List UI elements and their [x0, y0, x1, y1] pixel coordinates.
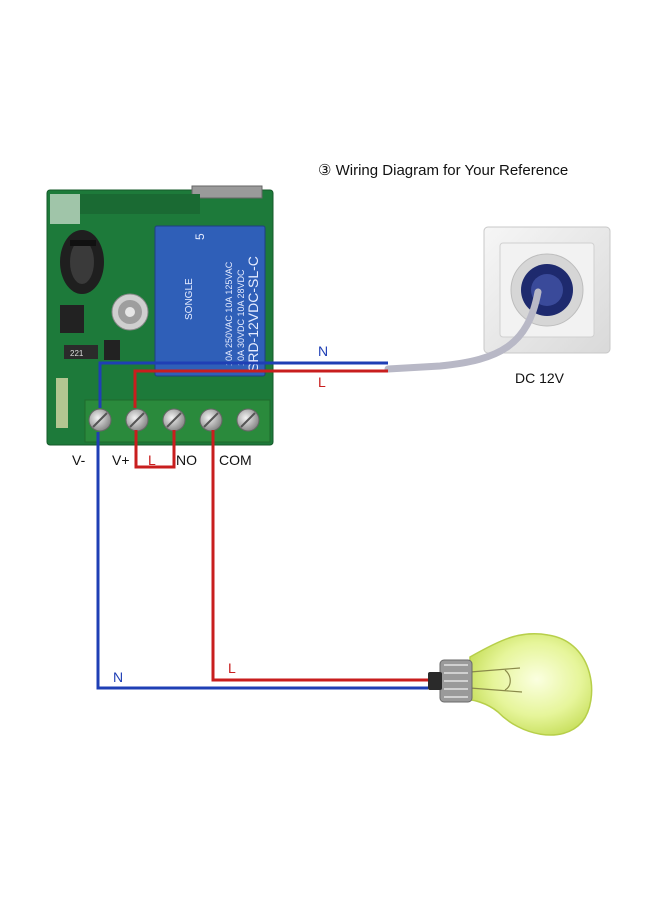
- bulb-base: [428, 659, 473, 703]
- pcb-edge-strip: [50, 194, 80, 224]
- relay-body: [154, 225, 266, 377]
- wall-socket: [483, 226, 611, 354]
- relay-rating-1: 10A 250VAC 10A 125VAC: [224, 261, 234, 366]
- wire-label-n-bottom: N: [113, 669, 123, 685]
- diagram-title: ③ Wiring Diagram for Your Reference: [318, 162, 569, 179]
- relay-rating-2: 10A 30VDC 10A 28VDC: [236, 269, 246, 366]
- relay-model: SRD-12VDC-SL-C: [245, 256, 261, 372]
- neutral-wire: [96, 361, 428, 690]
- terminal-label-v-minus: V-: [72, 452, 86, 468]
- terminal-label-no: NO: [176, 452, 197, 468]
- terminal-label-v-plus: V+: [112, 452, 130, 468]
- relay-brand: SONGLE: [184, 278, 195, 320]
- capacitor: [111, 293, 149, 331]
- socket-cable: [384, 288, 542, 373]
- light-bulb: [428, 632, 593, 736]
- terminal-label-l: L: [148, 452, 156, 468]
- terminal-screws: [88, 408, 260, 432]
- bulb-filament: [469, 667, 523, 693]
- relay: SRD-12VDC-SL-C 10A 250VAC 10A 125VAC 10A…: [154, 225, 266, 377]
- wire-label-l-bottom: L: [228, 660, 236, 676]
- pcb-marking: 221: [70, 349, 84, 358]
- relay-module: 221 SRD-12VDC-SL-C 10A 250VAC 10A 125VAC…: [46, 185, 274, 446]
- smd-resistor: [64, 345, 98, 359]
- live-wire: [133, 369, 428, 682]
- ic-chip: [60, 305, 84, 333]
- socket-label: DC 12V: [515, 370, 565, 386]
- bulb-glass: [469, 632, 593, 736]
- relay-number: 5: [193, 233, 207, 240]
- terminal-label-com: COM: [219, 452, 252, 468]
- pin-header: [191, 185, 263, 199]
- inductor-coil: [60, 230, 104, 294]
- wire-label-n-top: N: [318, 343, 328, 359]
- wire-label-l-top: L: [318, 374, 326, 390]
